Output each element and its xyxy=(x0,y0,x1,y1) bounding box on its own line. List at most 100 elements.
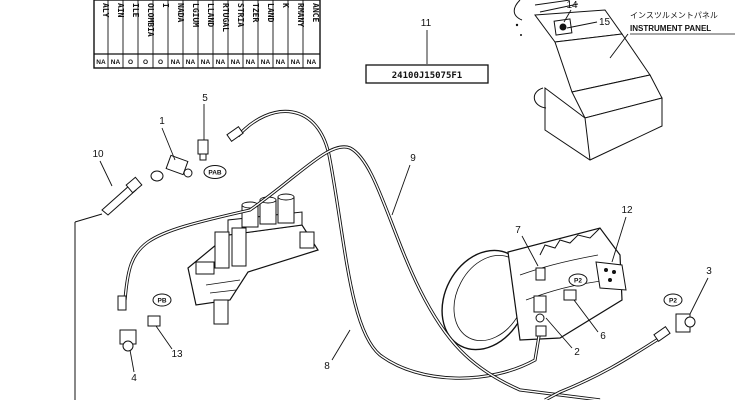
control-valve xyxy=(187,193,319,325)
panel-edge xyxy=(584,117,591,161)
valve-spool xyxy=(277,196,295,224)
country-header: ALY xyxy=(101,3,110,18)
leader-line xyxy=(689,277,709,315)
country-value: NA xyxy=(186,59,196,66)
callout-4: 4 xyxy=(131,373,137,384)
leader-line xyxy=(566,21,598,29)
valve-port xyxy=(213,299,229,325)
valve-port xyxy=(195,261,215,275)
valve-spool xyxy=(259,199,277,225)
country-value: NA xyxy=(201,59,211,66)
leader-line xyxy=(331,329,351,361)
panel-edge xyxy=(534,0,579,13)
fitting-13 xyxy=(147,315,161,327)
country-value: NA xyxy=(171,59,181,66)
leader-line xyxy=(563,9,572,23)
leader-line xyxy=(161,127,176,161)
valve-detail xyxy=(209,289,237,294)
country-value: NA xyxy=(246,59,256,66)
callout-7: 7 xyxy=(515,225,521,236)
callout-12: 12 xyxy=(621,205,633,216)
callout-8: 8 xyxy=(324,361,330,372)
leader-line xyxy=(573,299,599,333)
badge-p2-text: P2 xyxy=(574,278,582,285)
country-value: NA xyxy=(291,59,301,66)
country-value: NA xyxy=(231,59,241,66)
pipe-lower-inner xyxy=(544,334,666,400)
instrument-panel-label: INSTRUMENT PANEL xyxy=(630,24,711,33)
country-header: LLAND xyxy=(206,3,215,27)
elbow-3-port xyxy=(684,316,696,328)
country-header: AIN xyxy=(116,3,125,18)
callout-10: 10 xyxy=(92,149,104,160)
callout-5: 5 xyxy=(202,93,208,104)
reference-line xyxy=(74,213,103,223)
pipe-end-nut xyxy=(653,326,671,342)
leader-line xyxy=(155,325,173,350)
panel-edge xyxy=(533,87,547,109)
callout-13: 13 xyxy=(171,349,183,360)
fitting-6 xyxy=(563,289,577,301)
leader-line xyxy=(521,235,539,267)
country-header: ILE xyxy=(131,3,140,18)
country-header: STRIA xyxy=(236,3,245,27)
country-header: K xyxy=(281,3,290,8)
leader-line xyxy=(545,317,573,349)
badge-pab-text: PAB xyxy=(208,170,222,177)
fitting-7 xyxy=(535,267,546,281)
country-header: RMANY xyxy=(296,3,305,27)
valve-port xyxy=(299,231,315,249)
country-value: NA xyxy=(96,59,106,66)
case-ribs xyxy=(539,227,601,256)
elbow-1-port xyxy=(183,168,193,178)
callouts: 1 2 3 4 5 6 7 8 9 10 12 13 xyxy=(92,93,712,384)
country-table: ALY AIN ILE OLOMBIA I NADA LGIUM LLAND R… xyxy=(93,0,321,69)
country-header: TZER xyxy=(251,3,260,22)
elbow-4-port xyxy=(122,340,134,352)
adapter-5-tip xyxy=(199,153,207,161)
table-border xyxy=(93,0,321,69)
fitting-2 xyxy=(533,295,547,313)
solenoid-pin xyxy=(612,270,616,274)
country-value: NA xyxy=(276,59,286,66)
port-badges: PAB PB P2 P2 xyxy=(152,165,683,307)
callout-11: 11 xyxy=(421,18,432,29)
country-header: LAND xyxy=(266,3,275,22)
badge-pb-text: PB xyxy=(157,298,166,305)
fitting-2-nut xyxy=(535,313,545,323)
case-detail xyxy=(519,254,599,276)
country-value: O xyxy=(128,59,133,66)
panel-detail xyxy=(515,23,519,27)
fittings xyxy=(101,139,696,352)
badge-pab xyxy=(203,165,227,179)
callout-14: 14 xyxy=(566,0,578,11)
solenoid-block xyxy=(595,261,627,291)
callout-15: 15 xyxy=(599,17,611,28)
instrument-panel: 14 15 インスツルメントパネル INSTRUMENT PANEL xyxy=(513,0,735,161)
country-header: OLOMBIA xyxy=(146,3,155,37)
transmission xyxy=(441,227,627,351)
panel-detail xyxy=(520,34,522,36)
badge-p2-text: P2 xyxy=(669,298,677,305)
pipe-9-inner xyxy=(124,146,601,400)
country-value: O xyxy=(158,59,163,66)
bolt-10-head xyxy=(125,176,143,194)
valve-detail xyxy=(205,279,241,286)
pipe-end-nut xyxy=(117,295,127,311)
adapter-5 xyxy=(197,139,209,155)
callout-2: 2 xyxy=(574,347,580,358)
part-number-box: 11 24100J15075F1 xyxy=(365,18,489,84)
country-header: I xyxy=(161,3,170,8)
panel-edge xyxy=(513,0,523,21)
callout-9: 9 xyxy=(410,153,416,164)
instrument-panel-jp-label: インスツルメントパネル xyxy=(630,11,718,20)
part-number-text: 24100J15075F1 xyxy=(392,71,462,81)
elbow-1 xyxy=(165,154,189,176)
hydraulic-lines xyxy=(117,109,671,400)
country-header: NADA xyxy=(176,3,185,22)
solenoid-pin xyxy=(608,278,612,282)
badge-p2 xyxy=(568,273,588,287)
pipe-end-nut xyxy=(226,126,244,142)
valve-section xyxy=(231,227,247,267)
country-header: RTUGAL xyxy=(221,3,230,32)
